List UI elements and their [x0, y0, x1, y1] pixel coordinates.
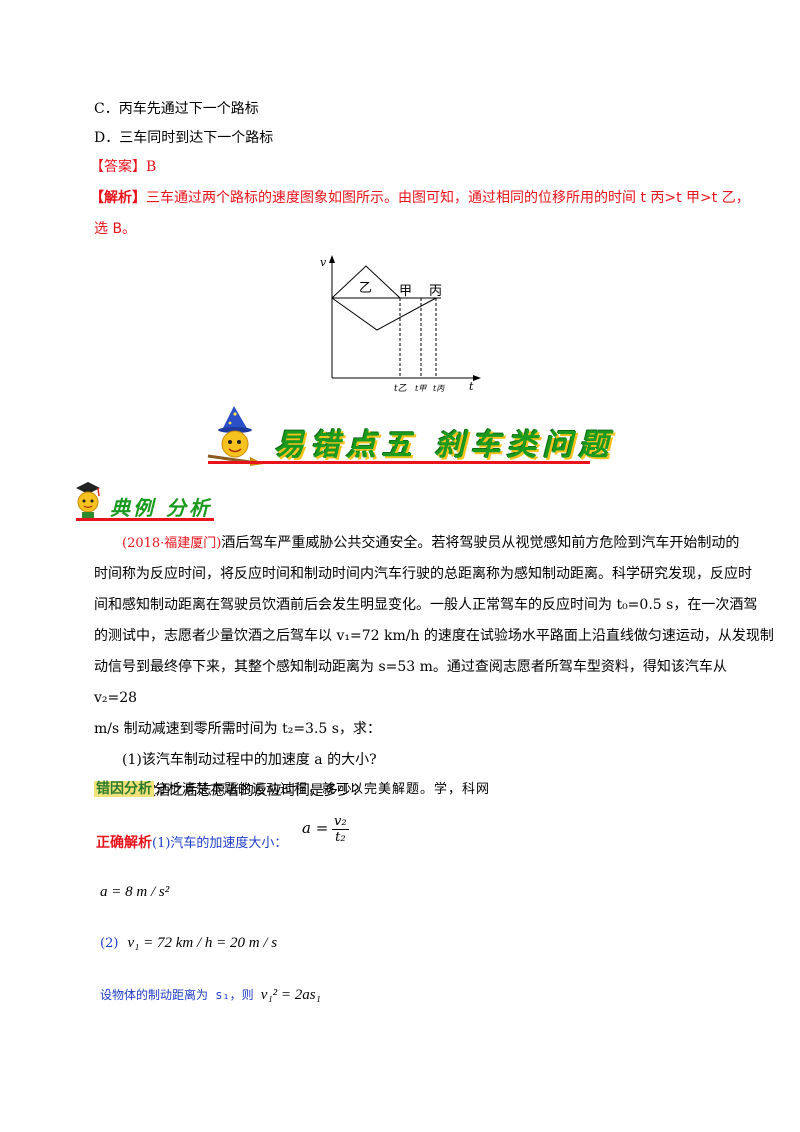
label-bing: 丙 [429, 284, 442, 299]
v-axis-arrow [329, 255, 335, 263]
label-jia: 甲 [399, 284, 412, 299]
answer-value: B [146, 159, 157, 175]
t-axis-arrow [473, 375, 481, 381]
solution-step-2: (2) v₁ = 72 km / h = 20 m / s [100, 935, 278, 951]
error-analysis-line: 错因分析分析清楚本题的运动过程，就可以完美解题。学，科网 [94, 778, 490, 798]
solution-step-3: 设物体的制动距离为 s₁，则 v₁² = 2as₁ [100, 987, 321, 1003]
analysis-text-2: 选 B。 [94, 221, 137, 237]
problem-text: (2018·福建厦门)酒后驾车严重威胁公共交通安全。若将驾驶员从视觉感知前方危险… [94, 528, 774, 807]
error-analysis-label: 错因分析 [94, 781, 154, 797]
analysis-line: 【解析】三车通过两个路标的速度图象如图所示。由图可知，通过相同的位移所用的时间 … [90, 187, 750, 207]
section-underline [76, 518, 214, 521]
option-c: C．丙车先通过下一个路标 [94, 101, 259, 117]
wizard-mascot-icon [207, 406, 264, 466]
equation-velocity-conversion: v₁ = 72 km / h = 20 m / s [127, 935, 278, 951]
line-bing [331, 297, 437, 331]
tick-t-bing: t丙 [433, 384, 445, 393]
option-d: D．三车同时到达下一个路标 [94, 130, 274, 146]
problem-line-1-text: 酒后驾车严重威胁公共交通安全。若将驾驶员从视觉感知前方危险到汽车开始制动的 [221, 535, 740, 551]
equation-acceleration-value: a = 8 m / s² [100, 884, 170, 900]
question-1: (1)该汽车制动过程中的加速度 a 的大小? [122, 752, 377, 768]
answer-label: 【答案】 [90, 159, 146, 175]
banner-title: 易错点五 刹车类问题 [274, 428, 615, 463]
problem-line-5: 动信号到最终停下来，其整个感知制动距离为 s=53 m。通过查阅志愿者所驾车型资… [94, 659, 727, 706]
line-yi [331, 265, 401, 299]
banner-underline [208, 461, 590, 464]
analysis-label: 【解析】 [90, 190, 146, 206]
problem-line-6: m/s 制动减速到零所需时间为 t₂=3.5 s，求： [94, 721, 381, 737]
tick-t-jia: t甲 [415, 384, 427, 393]
error-analysis-text: 分析清楚本题的运动过程，就可以完美解题。学，科网 [154, 782, 491, 797]
t-axis-label: t [469, 380, 474, 393]
tick-t-yi: t乙 [394, 384, 407, 394]
question-2: (2)饮酒之后志愿者的反应时间是多少? [122, 783, 360, 799]
section-title: 典例 分析 [110, 496, 212, 520]
problem-source: (2018·福建厦门) [122, 536, 222, 551]
solution-step-1-text: (1)汽车的加速度大小： [152, 836, 288, 851]
problem-line-2: 时间称为反应时间，将反应时间和制动时间内汽车行驶的总距离称为感知制动距离。科学研… [94, 566, 752, 582]
problem-line-1: (2018·福建厦门)酒后驾车严重威胁公共交通安全。若将驾驶员从视觉感知前方危险… [94, 528, 774, 559]
scholar-mascot-icon [76, 482, 100, 520]
label-yi: 乙 [359, 281, 372, 296]
solution-label: 正确解析 [96, 835, 152, 851]
problem-line-4: 的测试中，志愿者少量饮酒之后驾车以 v₁=72 km/h 的速度在试验场水平路面… [94, 628, 774, 644]
velocity-time-graph: v t 乙 甲 丙 t乙 t甲 t丙 [320, 255, 481, 394]
analysis-text: 三车通过两个路标的速度图象如图所示。由图可知，通过相同的位移所用的时间 t 丙>… [146, 190, 750, 206]
equation-braking-distance: v₁² = 2as₁ [260, 987, 321, 1003]
problem-line-3: 间和感知制动距离在驾驶员饮酒前后会发生明显变化。一般人正常驾车的反应时间为 t₀… [94, 597, 758, 613]
solution-step-1: 正确解析(1)汽车的加速度大小： [96, 832, 287, 852]
v-axis-label: v [320, 256, 327, 269]
answer-line: 【答案】B [90, 156, 156, 176]
